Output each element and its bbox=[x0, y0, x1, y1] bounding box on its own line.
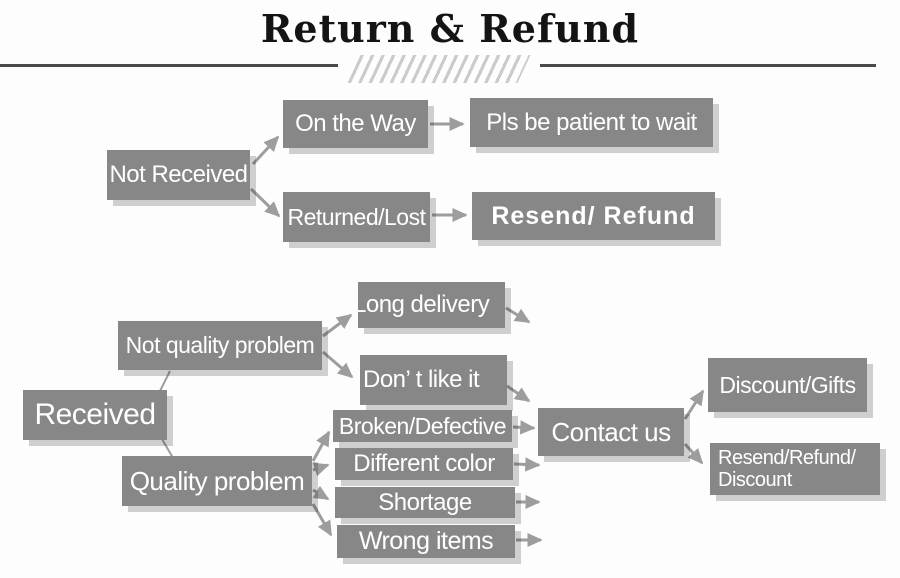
node-resend-refund: Resend/ Refund bbox=[472, 192, 715, 240]
node-long-delivery: Long delivery bbox=[358, 282, 505, 328]
edge-not-received-to-returned-lost bbox=[249, 187, 281, 218]
edge-quality-to-wrong-items bbox=[311, 503, 333, 537]
node-label: Not Received bbox=[109, 161, 248, 188]
edge-not-received-to-on-the-way bbox=[251, 135, 280, 166]
node-shortage: Shortage bbox=[335, 487, 515, 518]
node-label: Shortage bbox=[378, 488, 472, 516]
node-label: Returned/Lost bbox=[287, 203, 426, 230]
node-label: Received bbox=[34, 398, 156, 431]
edge-quality-to-broken-defective bbox=[311, 430, 331, 462]
node-different-color: Different color bbox=[335, 448, 513, 480]
node-label: Pls be patient to wait bbox=[486, 108, 697, 136]
node-label: Discount/Gifts bbox=[719, 371, 856, 398]
node-label: Quality problem bbox=[129, 465, 305, 496]
node-label: Wrong items bbox=[358, 527, 494, 555]
node-contact-us: Contact us bbox=[538, 408, 684, 456]
node-broken-defective: Broken/Defective bbox=[333, 410, 512, 442]
node-label: Different color bbox=[353, 450, 495, 477]
node-pls-be-patient: Pls be patient to wait bbox=[470, 98, 713, 147]
node-label: Long delivery bbox=[358, 291, 490, 318]
edge-broken-defective-to-contact-us bbox=[512, 420, 536, 435]
node-label: Contact us bbox=[551, 416, 671, 447]
edge-received-to-quality-problem bbox=[161, 438, 174, 459]
edge-contact-us-to-discount-gifts bbox=[683, 389, 705, 420]
node-label: On the Way bbox=[295, 110, 416, 137]
node-label: Don’ t like it bbox=[363, 366, 480, 393]
node-quality-problem: Quality problem bbox=[122, 456, 312, 506]
node-not-quality-problem: Not quality problem bbox=[118, 321, 322, 370]
title-rule-right bbox=[540, 64, 876, 67]
page-title: Return & Refund bbox=[260, 6, 640, 51]
edge-quality-to-shortage bbox=[312, 485, 330, 501]
edge-contact-us-to-resend-refund-discount bbox=[683, 442, 704, 465]
edge-quality-to-different-color bbox=[312, 462, 330, 477]
edge-not-quality-to-dont-like-it bbox=[322, 350, 354, 379]
edge-dont-like-it-out bbox=[506, 384, 531, 403]
title-rule-left bbox=[0, 64, 338, 67]
node-dont-like-it: Don’ t like it bbox=[360, 355, 507, 405]
edge-not-quality-to-long-delivery bbox=[322, 313, 353, 338]
node-resend-refund-discount: Resend/Refund/Discount bbox=[710, 443, 880, 495]
node-on-the-way: On the Way bbox=[283, 100, 428, 148]
edge-long-delivery-out bbox=[505, 306, 531, 324]
node-label: Resend/ Refund bbox=[491, 201, 696, 230]
edge-different-color-to-contact-us bbox=[513, 457, 541, 472]
node-label: Resend/Refund/ bbox=[718, 447, 856, 469]
node-label: Not quality problem bbox=[125, 332, 315, 358]
edge-received-to-not-quality-problem bbox=[159, 370, 171, 392]
node-received: Received bbox=[23, 390, 167, 440]
node-label: Discount bbox=[718, 469, 792, 491]
node-wrong-items: Wrong items bbox=[337, 525, 515, 558]
node-not-received: Not Received bbox=[107, 150, 250, 200]
node-label: Broken/Defective bbox=[338, 412, 507, 439]
node-discount-gifts: Discount/Gifts bbox=[708, 358, 867, 412]
node-returned-lost: Returned/Lost bbox=[283, 192, 430, 242]
